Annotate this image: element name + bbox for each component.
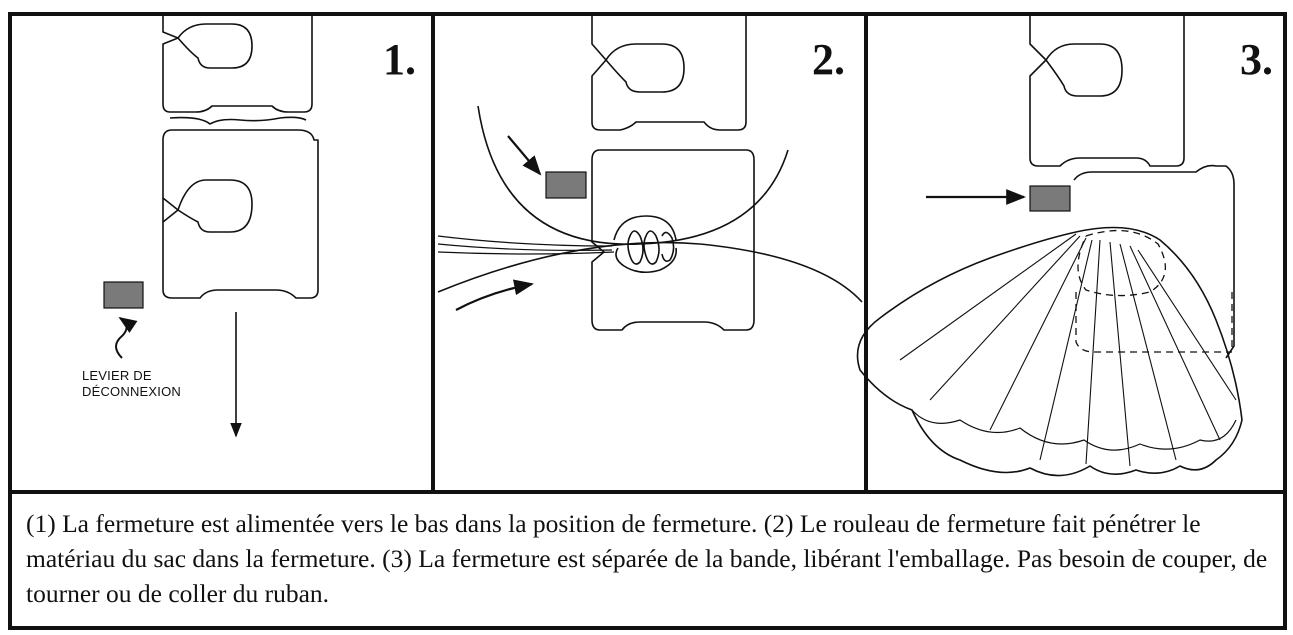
released-bag xyxy=(856,226,1243,477)
clip-hole xyxy=(1045,43,1123,97)
figure-caption: (1) La fermeture est alimentée vers le b… xyxy=(26,509,1268,608)
clip-hole xyxy=(605,43,685,93)
hidden-outline xyxy=(1075,230,1233,353)
roller-direction-arrow xyxy=(507,135,542,176)
lever-pointer-arrow xyxy=(115,317,138,359)
panel-2-number: 2. xyxy=(812,35,845,84)
bag-film xyxy=(437,235,615,255)
closure-clip xyxy=(162,16,313,113)
figure-frame xyxy=(8,12,1287,630)
panel-2-drawing xyxy=(437,16,863,331)
disconnect-lever xyxy=(1029,185,1071,212)
roller-top xyxy=(477,105,789,245)
bag-fold-lines xyxy=(899,233,1237,467)
panel-1-drawing xyxy=(162,16,319,299)
panel-3-number: 3. xyxy=(1240,35,1273,84)
clip-hole xyxy=(177,23,253,69)
lever-label-line-1: LEVIER DE xyxy=(82,368,152,383)
lever-label: LEVIER DE DÉCONNEXION xyxy=(82,368,181,400)
disconnect-lever xyxy=(103,281,144,309)
closure-clip xyxy=(162,129,319,299)
disconnect-lever xyxy=(545,171,587,199)
clip-hole xyxy=(177,179,253,233)
bag-ruffle xyxy=(911,409,1237,451)
closure-clip xyxy=(591,16,747,131)
panel-3-drawing xyxy=(856,16,1243,477)
tear-line xyxy=(169,116,307,125)
bag-material-folds xyxy=(613,215,677,274)
panel-1-number: 1. xyxy=(383,35,416,84)
roller-direction-arrow xyxy=(455,279,534,311)
lever-label-line-2: DÉCONNEXION xyxy=(82,384,181,399)
roller-bottom xyxy=(437,241,863,303)
closure-clip xyxy=(1029,16,1185,167)
separated-closure xyxy=(1073,164,1235,359)
